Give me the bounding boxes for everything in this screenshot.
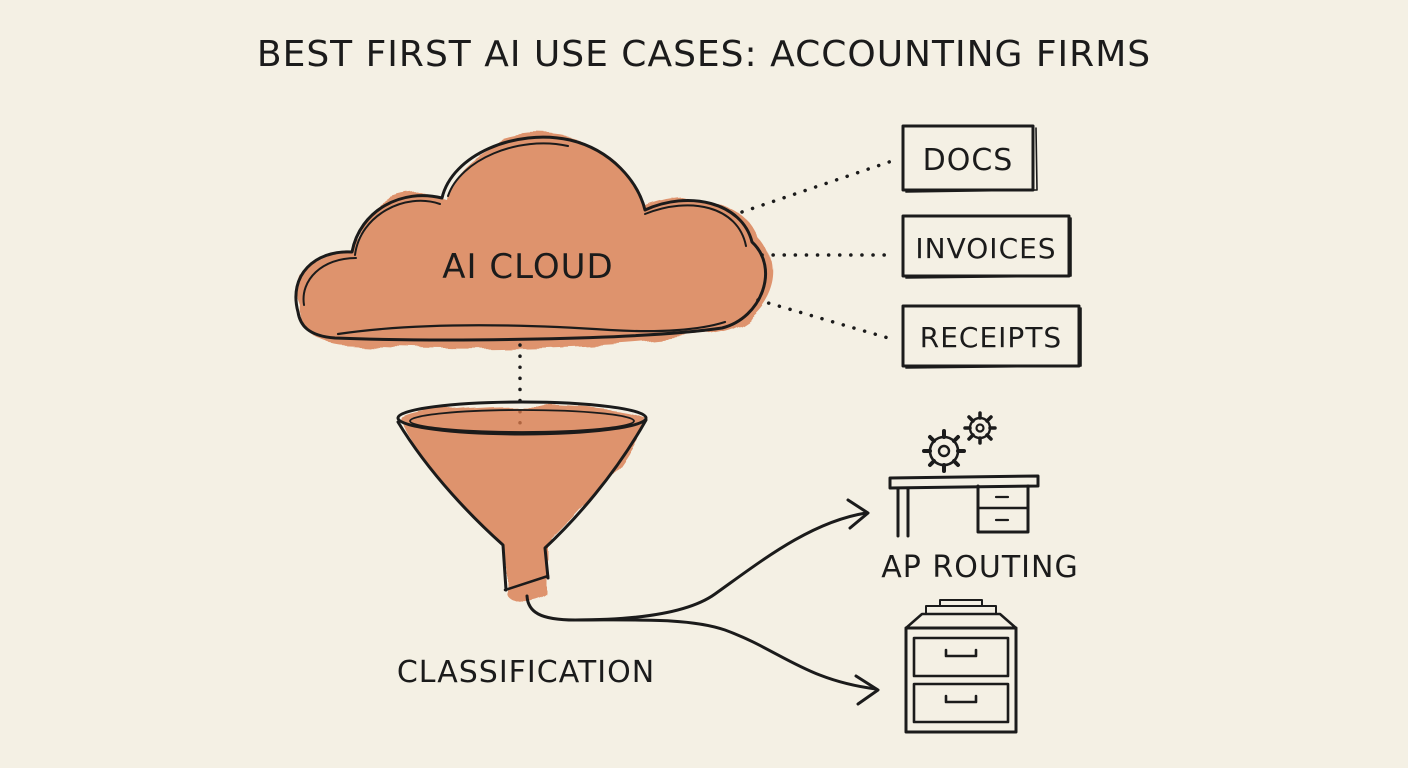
desk-gears-icon [888,411,1040,538]
arrowhead-filing [854,674,880,706]
input-docs-label: DOCS [923,143,1014,178]
input-receipts-label: RECEIPTS [920,321,1062,354]
output-ap-routing-label: AP ROUTING [881,550,1078,585]
input-receipts: RECEIPTS [901,304,1082,369]
funnel-watercolor [402,405,645,603]
ai-cloud: AI CLOUD [294,135,774,349]
arrowhead-ap-routing [846,498,870,530]
filing-cabinet-icon [904,599,1018,734]
cloud-watercolor [295,135,774,349]
funnel [396,400,648,603]
connector-receipts [756,298,897,342]
arrow-to-filing [573,618,878,691]
page-title: BEST FIRST AI USE CASES: ACCOUNTING FIRM… [257,34,1151,75]
input-invoices: INVOICES [901,214,1072,279]
input-docs: DOCS [901,124,1038,193]
cloud-label: AI CLOUD [442,247,613,287]
input-invoices-label: INVOICES [915,232,1056,265]
cloud-outline [294,135,768,342]
arrow-to-ap-routing [525,511,868,622]
connector-docs [740,158,897,214]
funnel-label: CLASSIFICATION [397,655,655,690]
